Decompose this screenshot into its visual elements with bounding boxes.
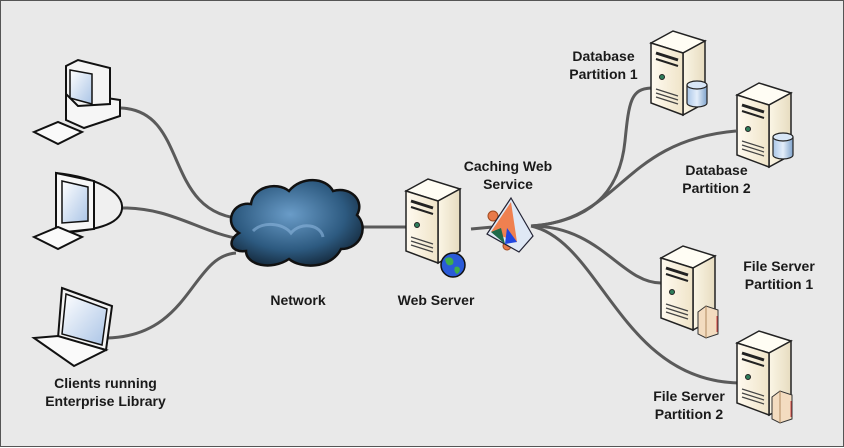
db1-label-line1: Database [572,48,635,64]
file-server-1-label: File Server Partition 1 [729,257,829,293]
connector-webserver-caching [470,225,494,231]
db1-label-line2: Partition 1 [569,66,638,82]
globe-icon [440,252,466,278]
file-folder-icon [771,390,793,424]
database-icon [686,80,708,108]
database-1-label: Database Partition 1 [556,47,651,83]
connector-lines [106,86,740,385]
database-2-label: Database Partition 2 [669,161,764,197]
fs2-label-line1: File Server [653,388,725,404]
database-icon [772,132,794,160]
caching-label-line1: Caching Web [463,158,553,174]
laptop-icon [31,286,114,368]
caching-service-label: Caching Web Service [453,157,563,193]
caching-service-icon [486,196,534,253]
imac-computer-icon [31,171,124,251]
clients-label-line2: Enterprise Library [45,393,166,409]
connector-caching-fs2 [530,224,740,385]
file-server-2-label: File Server Partition 2 [639,387,739,423]
connector-desktop-network [120,106,247,221]
caching-label-line2: Service [483,176,533,192]
web-server-label: Web Server [397,292,475,308]
clients-label: Clients running Enterprise Library [23,374,188,410]
file-folder-icon [697,305,719,339]
cloud-icon [229,178,364,267]
db2-label-line1: Database [685,162,748,178]
connector-imac-network [120,206,242,241]
connector-caching-fs1 [530,224,662,285]
fs1-label-line1: File Server [743,258,815,274]
desktop-computer-icon [31,58,121,146]
connector-laptop-network [106,251,237,340]
network-label: Network [270,292,326,308]
clients-label-line1: Clients running [54,375,157,391]
db2-label-line2: Partition 2 [682,180,751,196]
connector-caching-db2 [530,129,737,228]
web-server-icon [404,177,462,265]
fs1-label-line2: Partition 1 [744,276,814,292]
fs2-label-line2: Partition 2 [654,406,724,422]
